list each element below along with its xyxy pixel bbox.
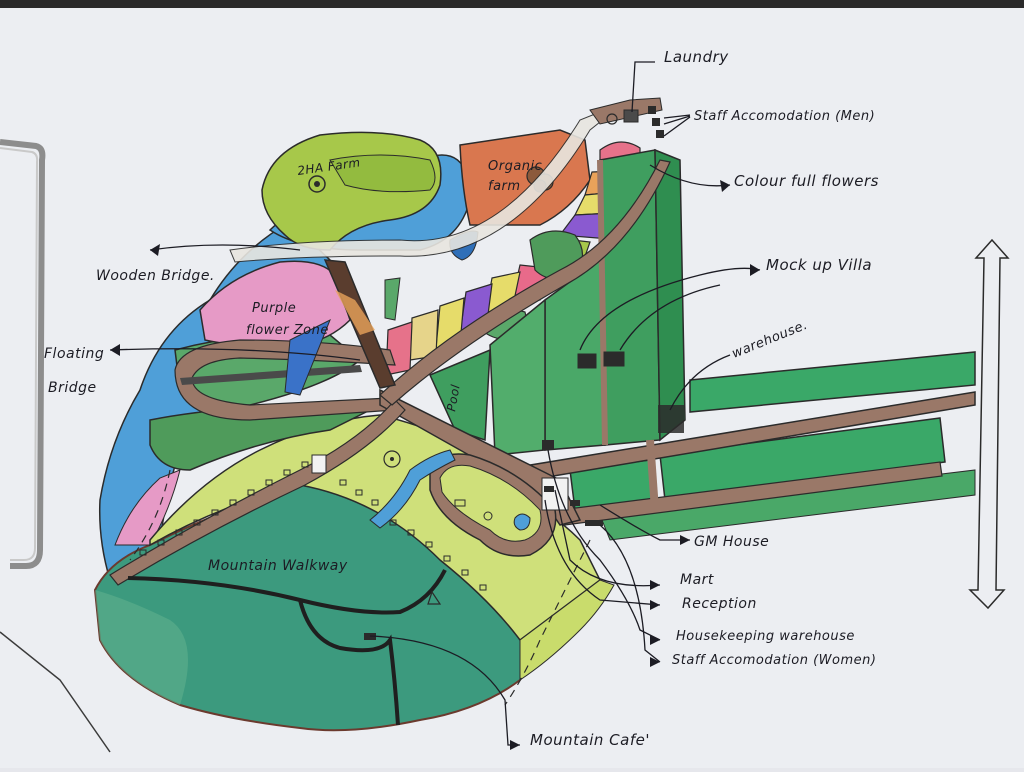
direction-double-arrow: [968, 238, 1010, 610]
label-organic-farm-1: Organic: [488, 159, 542, 174]
warehouse-block: [658, 405, 684, 433]
mountain-shade: [95, 590, 188, 705]
mock-up-villa-2: [603, 351, 625, 367]
mountain-walkway-branch: [298, 599, 400, 726]
binder-clip: [0, 139, 46, 569]
farm-marker-icon: [308, 175, 326, 193]
dashed-trail-west: [129, 469, 171, 561]
floating-bridge: [180, 365, 362, 385]
reception-marker: [483, 511, 493, 521]
loop-road-west: [174, 339, 396, 421]
green-flag-marker: [384, 277, 401, 321]
callout-housekeeping: Housekeeping warehouse: [676, 629, 855, 644]
mountain-walkway-path: [127, 569, 447, 615]
stream: [369, 449, 456, 529]
reception-pond: [513, 513, 531, 531]
meadow-east: [519, 579, 615, 681]
sketch-line: [0, 631, 111, 753]
pavilion-building: [311, 454, 327, 474]
callout-arrowheads: [110, 180, 760, 750]
callout-laundry: Laundry: [664, 48, 729, 66]
mock-up-villa-1: [577, 353, 597, 369]
staff-men-buildings: [648, 106, 664, 138]
label-purple-flower-2: flower Zone: [246, 323, 329, 338]
callout-mountain-cafe: Mountain Cafe': [530, 731, 650, 749]
farm-2ha-subplot: [329, 154, 436, 193]
viewpoint-icon: [427, 590, 442, 605]
callout-floating-bridge-1: Floating: [44, 346, 104, 362]
lodge-markers: [139, 461, 487, 591]
binder-clip-highlight: [0, 147, 39, 561]
laundry-marker: [606, 113, 618, 125]
south-road: [109, 399, 406, 586]
callout-staff-men: Staff Accomodation (Men): [694, 109, 875, 124]
top-edge-shadow: [0, 0, 1024, 8]
callout-mart: Mart: [680, 572, 714, 588]
callout-floating-bridge-2: Bridge: [48, 380, 97, 396]
callout-gm-house: GM House: [694, 534, 769, 550]
pink-strip: [114, 469, 181, 546]
staff-women-building: [585, 520, 603, 526]
dashed-trail: [504, 539, 591, 706]
meadow-marker-dot: [390, 457, 394, 461]
callout-staff-women: Staff Accomodation (Women): [672, 653, 876, 668]
meadow-marker-icon: [383, 450, 401, 468]
green-strip-north: [689, 351, 976, 413]
label-mountain-walkway: Mountain Walkway: [208, 558, 348, 574]
callout-reception: Reception: [682, 596, 757, 612]
label-pool: Pool: [444, 383, 463, 412]
callout-mock-up-villa: Mock up Villa: [766, 256, 872, 274]
mart-building: [544, 486, 554, 492]
reception-bench: [454, 499, 466, 507]
callout-wooden-bridge: Wooden Bridge.: [96, 268, 215, 284]
connector-road: [646, 439, 659, 511]
laundry-building: [623, 109, 639, 123]
callout-colourful-flowers: Colour full flowers: [734, 172, 879, 190]
green-strip-south: [659, 417, 946, 501]
blue-wedge: [284, 318, 331, 396]
villa-plot-edge: [654, 148, 686, 442]
farm-marker-dot: [314, 181, 320, 187]
gm-house-building: [570, 500, 580, 506]
bridge-orange-deck: [335, 290, 375, 335]
housekeeping-building: [542, 440, 554, 450]
north-road: [379, 159, 671, 406]
label-purple-flower-1: Purple: [252, 301, 296, 316]
villa-lane: [597, 159, 608, 446]
callout-lines: [109, 61, 761, 746]
pool-plot: [428, 348, 491, 442]
label-organic-farm-2: farm: [488, 179, 521, 194]
